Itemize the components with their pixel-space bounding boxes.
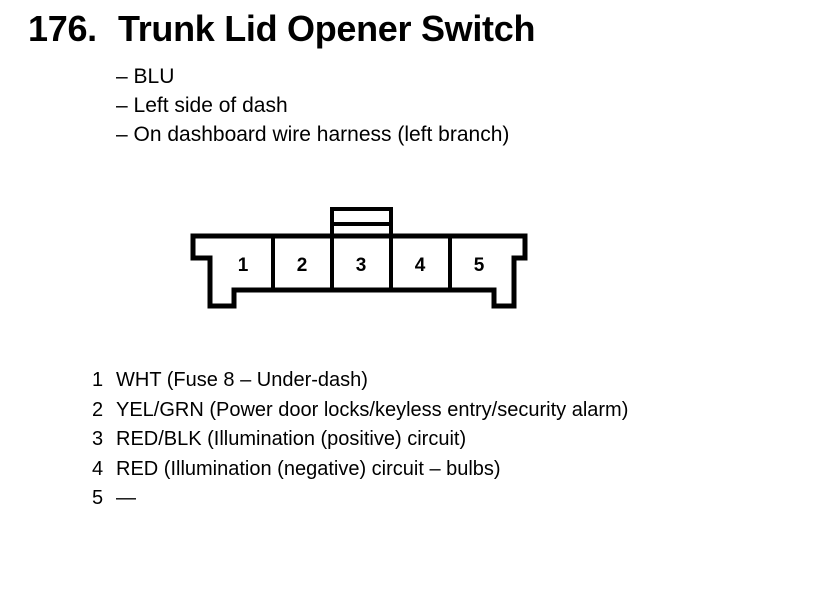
pin-row: 4 RED (Illumination (negative) circuit –… [92,455,628,485]
cavity-labels: 1 2 3 4 5 [238,255,485,276]
cavity-label: 5 [474,255,485,276]
pin-description: RED/BLK (Illumination (positive) circuit… [116,428,467,450]
pin-assignments: 1 WHT (Fuse 8 – Under-dash) 2 YEL/GRN (P… [92,366,628,514]
pin-number: 5 [92,487,104,509]
detail-location: – Left side of dash [116,94,288,117]
title-number: 176. [28,8,97,49]
pin-row: 5 — [92,484,628,514]
pin-row: 3 RED/BLK (Illumination (positive) circu… [92,425,628,455]
title-text: Trunk Lid Opener Switch [118,8,536,49]
cavity-label: 1 [238,255,249,276]
pin-description: — [116,487,136,509]
detail-color: – BLU [116,65,175,88]
cavity-label: 2 [297,255,308,276]
connector-outline [190,207,528,309]
pin-number: 4 [92,457,104,480]
pin-number: 1 [92,369,104,391]
pin-description: YEL/GRN (Power door locks/keyless entry/… [116,398,629,421]
cavity-label: 4 [415,255,426,276]
pin-description: WHT (Fuse 8 – Under-dash) [116,369,368,391]
pin-description: RED (Illumination (negative) circuit – b… [116,457,501,480]
detail-harness: – On dashboard wire harness (left branch… [116,123,510,146]
pin-row: 1 WHT (Fuse 8 – Under-dash) [92,366,628,396]
cavity-label: 3 [356,255,367,276]
connector-details: – BLU – Left side of dash – On dashboard… [116,62,509,149]
page-title: 176. Trunk Lid Opener Switch [28,8,535,50]
pin-row: 2 YEL/GRN (Power door locks/keyless entr… [92,396,628,426]
pin-number: 2 [92,398,104,421]
pin-number: 3 [92,428,104,450]
